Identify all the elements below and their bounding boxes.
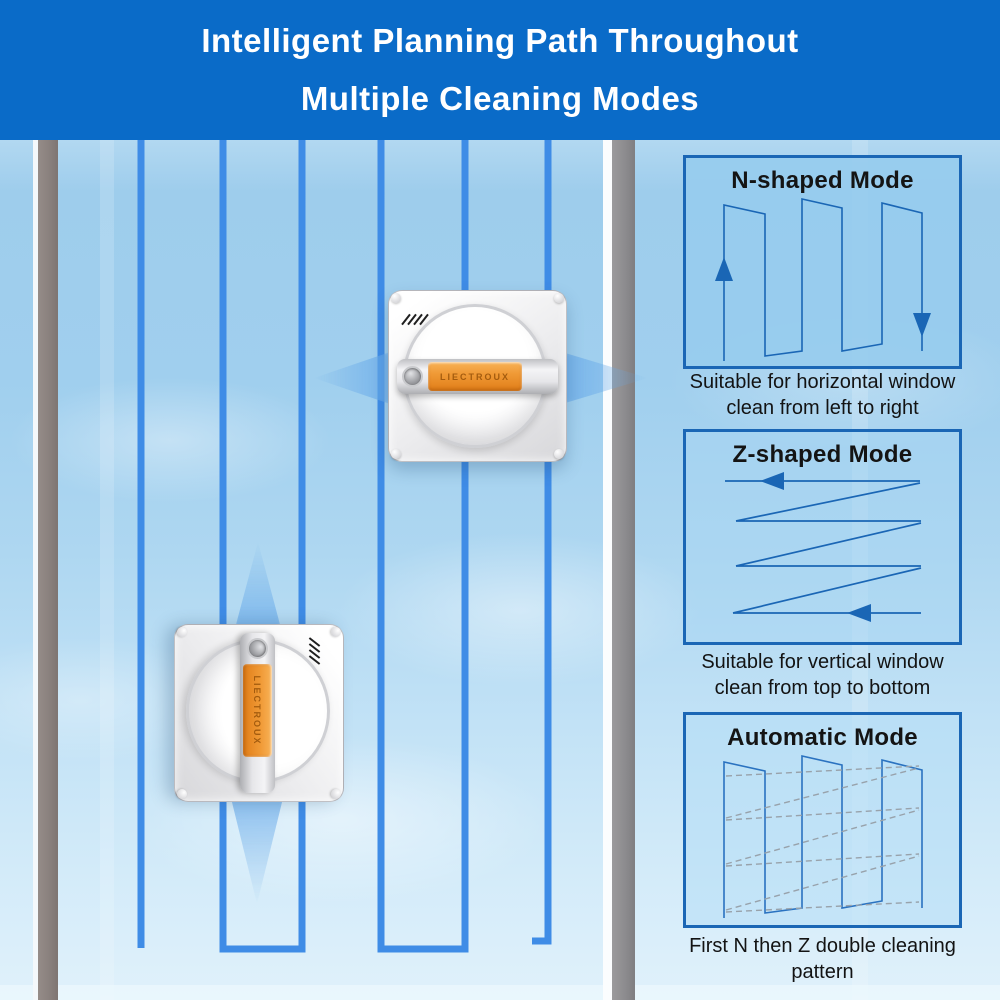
mode-title: Z-shaped Mode	[732, 441, 913, 468]
glass-reflection	[100, 140, 114, 1000]
window-cleaning-robot-bottom: LIECTROUX	[174, 624, 344, 802]
caption-line: clean from left to right	[726, 397, 919, 419]
corner-cap	[331, 789, 341, 799]
corner-cap	[391, 293, 401, 303]
n-path-diagram	[715, 198, 931, 361]
path-u-turn	[219, 140, 306, 953]
caption-line: First N then Z double cleaning	[689, 935, 956, 957]
speaker-vents-icon	[401, 313, 429, 326]
brand-plate: LIECTROUX	[428, 362, 522, 391]
n-path	[723, 198, 923, 361]
auto-n-path	[723, 755, 923, 918]
path-line	[532, 140, 552, 945]
header-banner: Intelligent Planning Path Throughout Mul…	[0, 0, 1000, 140]
mode-card-automatic: Automatic Mode	[683, 712, 962, 928]
caption-line: Suitable for horizontal window	[689, 371, 956, 393]
window-sill-band	[0, 985, 1000, 1000]
header-title-line2: Multiple Cleaning Modes	[300, 80, 700, 117]
window-cleaning-robot-top: LIECTROUX	[388, 290, 567, 462]
caption-line: Suitable for vertical window	[701, 651, 944, 673]
corner-cap	[391, 449, 401, 459]
corner-cap	[554, 293, 564, 303]
mode-caption: First N then Z double cleaning pattern	[660, 933, 985, 985]
corner-cap	[331, 627, 341, 637]
speaker-vents-icon	[308, 637, 321, 665]
robot-handle-band: LIECTROUX	[240, 633, 275, 793]
power-button	[247, 638, 268, 659]
header-title-line1: Intelligent Planning Path Throughout	[201, 22, 799, 59]
window-frame-left	[38, 140, 58, 1000]
down-arrow-icon	[913, 313, 931, 337]
window-frame-edge-left	[33, 140, 38, 1000]
z-path-diagram	[725, 472, 922, 622]
auto-path-diagram	[723, 755, 923, 918]
brand-logo-text: LIECTROUX	[439, 371, 510, 382]
corner-cap	[554, 449, 564, 459]
window-frame-right	[612, 140, 635, 1000]
left-arrow-icon	[760, 472, 784, 490]
mode-caption: Suitable for vertical window clean from …	[660, 649, 985, 701]
window-frame-edge-right	[603, 140, 612, 1000]
z-path	[725, 480, 922, 614]
power-button	[402, 366, 423, 387]
caption-line: pattern	[791, 961, 854, 983]
corner-cap	[177, 789, 187, 799]
mode-card-n-shaped: N-shaped Mode	[683, 155, 962, 369]
auto-z-dashed-path	[725, 765, 920, 913]
up-arrow-icon	[715, 257, 733, 281]
corner-cap	[177, 627, 187, 637]
mode-title: Automatic Mode	[727, 724, 918, 751]
mode-title: N-shaped Mode	[731, 167, 914, 194]
mode-card-z-shaped: Z-shaped Mode	[683, 429, 962, 645]
mode-caption: Suitable for horizontal window clean fro…	[660, 369, 985, 421]
brand-plate: LIECTROUX	[243, 664, 272, 757]
robot-handle-band: LIECTROUX	[397, 359, 558, 394]
brand-logo-text: LIECTROUX	[252, 675, 263, 746]
path-u-turn	[377, 140, 469, 953]
caption-line: clean from top to bottom	[714, 677, 931, 699]
left-arrow-icon	[847, 604, 871, 622]
window-scene: LIECTROUX LIECTROUX N-shaped Mode	[0, 140, 1000, 1000]
